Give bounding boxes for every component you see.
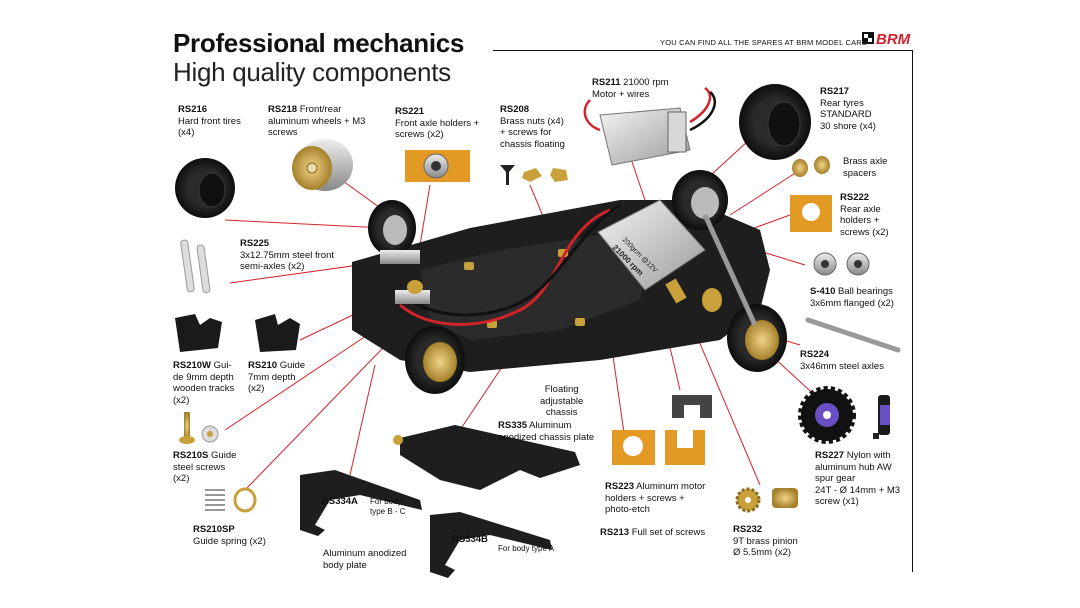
brand-text: BRM — [876, 31, 911, 48]
label-rs213: RS213 Full set of screws — [600, 527, 706, 538]
rs210w-guide — [175, 314, 222, 352]
rs210-guide — [255, 314, 300, 352]
rs222-holder — [790, 195, 832, 232]
rs217-tyre — [739, 84, 811, 160]
s410-bearings — [813, 252, 870, 276]
rs227-gear — [798, 386, 890, 444]
rs232-pinions — [735, 487, 798, 513]
rs334-plates — [300, 470, 552, 578]
page-subtitle: High quality components — [173, 57, 451, 87]
brm-logo: BRM — [862, 31, 911, 48]
rear-wheels — [672, 170, 787, 372]
brass-spacers — [792, 156, 830, 177]
rs225-semi-axles — [180, 239, 211, 294]
note-rs334b: For body type A — [498, 544, 555, 553]
rs216-tire — [175, 158, 235, 218]
rs335-plate — [400, 425, 580, 490]
rs211-motor — [583, 86, 716, 166]
front-wheels — [368, 200, 465, 394]
right-rule — [912, 50, 913, 572]
rs210s-screws — [179, 412, 219, 444]
rs224-axle — [805, 317, 901, 353]
tagline: YOU CAN FIND ALL THE SPARES AT BRM MODEL… — [660, 38, 868, 47]
rs208-nuts — [500, 165, 568, 185]
page-title: Professional mechanics — [173, 28, 465, 58]
header-rule — [493, 50, 913, 51]
rs218-wheel — [292, 139, 353, 191]
label-rs334b: RS334B — [452, 534, 488, 545]
rs223-holders — [612, 395, 712, 465]
rs221-holder — [405, 150, 470, 182]
rs210sp-springs — [205, 487, 257, 513]
label-rs334a: RS334A — [322, 496, 358, 507]
